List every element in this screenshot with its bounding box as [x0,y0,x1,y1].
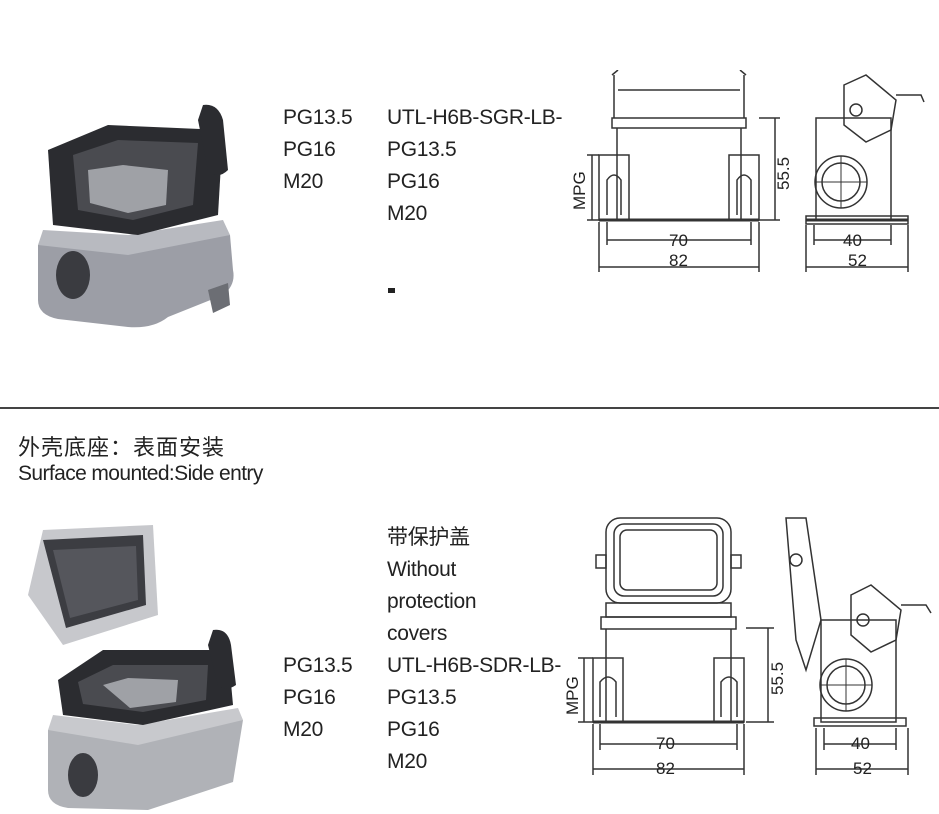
inner-width-dimension: 70 [656,734,675,753]
height-dimension: 55.5 [768,662,786,695]
part-number: PG13.5 [387,138,457,161]
side-inner-dimension: 40 [843,231,862,250]
part-number: UTL-H6B-SGR-LB- [387,106,563,129]
part-number-list: UTL-H6B-SDR-LB- PG13.5 PG16 M20 [387,650,561,778]
thread-size: PG16 [283,138,336,161]
front-view-drawing [578,517,774,775]
cover-note-line: covers [387,622,448,645]
side-view-labels: 40 52 [851,734,872,778]
part-number: M20 [387,202,427,225]
thread-size-list: PG13.5 PG16 M20 [283,650,353,746]
part-number: PG16 [387,170,440,193]
thread-size: PG16 [283,686,336,709]
front-view-drawing [587,70,780,272]
section-heading-cn: 外壳底座：表面安装 [18,435,226,460]
cover-note: 带保护盖 Without protection covers [387,522,477,650]
side-view-drawing [805,74,925,272]
part-number: PG13.5 [387,686,457,709]
cover-note-line: protection [387,590,477,613]
part-number: PG16 [387,718,440,741]
inner-width-dimension: 70 [669,231,688,250]
thread-size-list: PG13.5 PG16 M20 [283,102,353,198]
height-dimension: 55.5 [774,157,792,190]
side-outer-dimension: 52 [853,759,872,778]
outer-width-dimension: 82 [669,251,688,270]
section-divider [0,407,939,409]
mpg-label: MPG [570,171,589,210]
thread-size: M20 [283,170,323,193]
thread-size: PG13.5 [283,654,353,677]
thread-size: PG13.5 [283,106,353,129]
front-view-labels: MPG 55.5 70 82 [563,662,786,778]
side-outer-dimension: 52 [848,251,867,270]
mpg-label: MPG [563,676,582,715]
bullet-mark [388,288,395,293]
part-number: M20 [387,750,427,773]
side-inner-dimension: 40 [851,734,870,753]
section-heading-en: Surface mounted:Side entry [18,462,263,485]
cover-note-cn: 带保护盖 [387,526,470,549]
cover-note-line: Without [387,558,457,581]
outer-width-dimension: 82 [656,759,675,778]
part-number: UTL-H6B-SDR-LB- [387,654,562,677]
thread-size: M20 [283,718,323,741]
front-view-labels: MPG 55.5 70 82 [570,157,792,270]
side-view-labels: 40 52 [843,231,867,270]
housing-photo [38,104,234,328]
part-number-list: UTL-H6B-SGR-LB- PG13.5 PG16 M20 [387,102,563,230]
housing-with-cover-photo [28,525,243,810]
side-view-drawing [785,517,932,775]
